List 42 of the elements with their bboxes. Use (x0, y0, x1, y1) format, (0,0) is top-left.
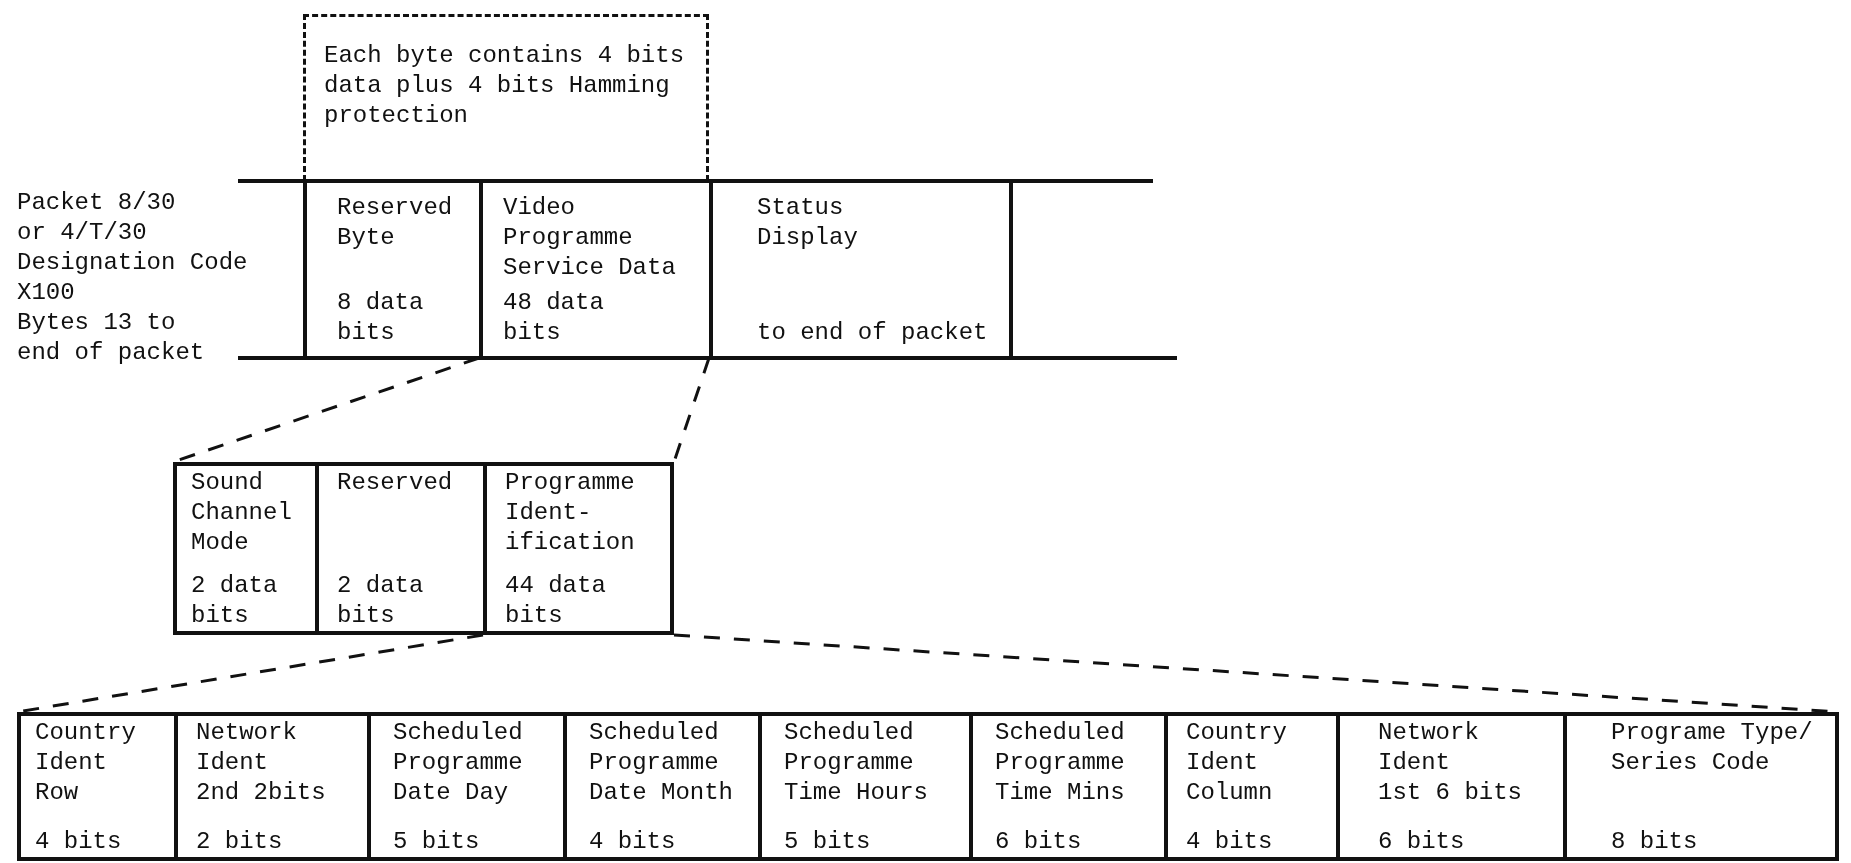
field-group-box (17, 712, 1839, 861)
field-size: 2 data bits (191, 571, 279, 631)
field-name: Scheduled Programme Date Month (589, 718, 735, 808)
note-text: Each byte contains 4 bits data plus 4 bits Hamming protection (324, 41, 686, 131)
field-size: 6 bits (995, 827, 1083, 857)
field-name: Status Display (757, 193, 859, 253)
field-size: 4 bits (35, 827, 123, 857)
field-name: Scheduled Programme Time Hours (784, 718, 930, 808)
field-size: 6 bits (1378, 827, 1466, 857)
field-group-box (173, 462, 674, 635)
field-cell (709, 181, 1013, 358)
field-name: Sound Channel Mode (191, 468, 293, 558)
field-size: 48 data bits (503, 288, 605, 348)
packet-label: or 4/T/30 (17, 218, 147, 248)
field-name: Country Ident Row (35, 718, 137, 808)
field-name: Scheduled Programme Time Mins (995, 718, 1126, 808)
field-size: 5 bits (393, 827, 481, 857)
field-name: Country Ident Column (1186, 718, 1288, 808)
field-size: 8 data bits (337, 288, 425, 348)
field-size: 8 bits (1611, 827, 1699, 857)
field-size: 2 data bits (337, 571, 425, 631)
field-size: 5 bits (784, 827, 872, 857)
packet-label: Designation Code (17, 248, 248, 278)
packet-label: X100 (17, 278, 75, 308)
packet-label: Bytes 13 to end of packet (17, 308, 206, 368)
note-box (303, 14, 709, 181)
field-name: Reserved Byte (337, 193, 453, 253)
field-name: Network Ident (196, 718, 298, 778)
field-name: Video Programme Service Data (503, 193, 676, 283)
field-size: 1st 6 bits (1378, 778, 1524, 808)
field-size: 4 bits (1186, 827, 1274, 857)
field-size: 4 bits (589, 827, 677, 857)
field-size: 2 bits (196, 827, 284, 857)
field-name: Reserved (337, 468, 453, 498)
field-size: 44 data bits (505, 571, 607, 631)
field-name: Network Ident (1378, 718, 1480, 778)
packet-label: Packet 8/30 (17, 188, 176, 218)
field-name: Scheduled Programme Date Day (393, 718, 524, 808)
field-size: 2nd 2bits (196, 778, 327, 808)
field-name: Programme Ident- ification (505, 468, 636, 558)
field-name: Programe Type/ Series Code (1611, 718, 1814, 778)
field-size: to end of packet (757, 318, 988, 348)
